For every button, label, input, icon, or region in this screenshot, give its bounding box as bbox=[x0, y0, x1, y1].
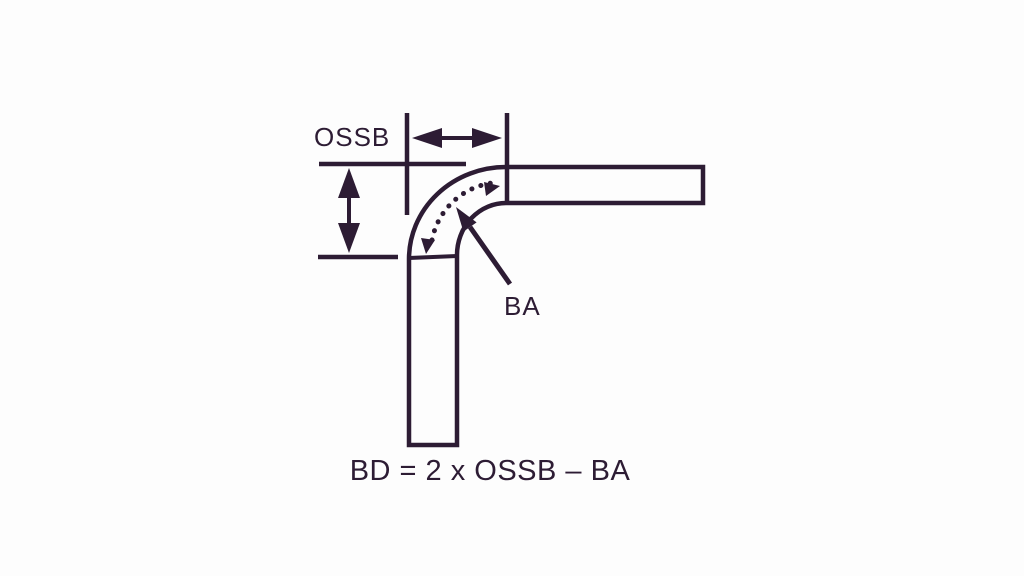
height-arrowhead-down-icon bbox=[338, 223, 360, 253]
height-arrowhead-up-icon bbox=[338, 168, 360, 198]
bent-part-outline bbox=[406, 164, 706, 448]
ba-arc-arrowhead-top-icon bbox=[484, 182, 500, 196]
ba-label: BA bbox=[504, 291, 541, 321]
bend-tangent-line bbox=[408, 254, 458, 260]
width-arrowhead-right-icon bbox=[472, 128, 502, 148]
ossb-label: OSSB bbox=[314, 122, 391, 152]
formula-text: BD = 2 x OSSB – BA bbox=[349, 455, 631, 487]
ba-arc-arrowhead-bottom-icon bbox=[421, 238, 435, 254]
ba-dotted-arc bbox=[429, 180, 495, 243]
ba-leader-shaft bbox=[467, 225, 513, 286]
ba-leader-arrowhead-icon bbox=[456, 207, 477, 232]
ossb-height-dimension bbox=[318, 161, 466, 260]
width-arrowhead-left-icon bbox=[412, 128, 442, 148]
ba-leader-arrow bbox=[456, 207, 513, 286]
bend-allowance-arc-arrow bbox=[421, 180, 500, 254]
